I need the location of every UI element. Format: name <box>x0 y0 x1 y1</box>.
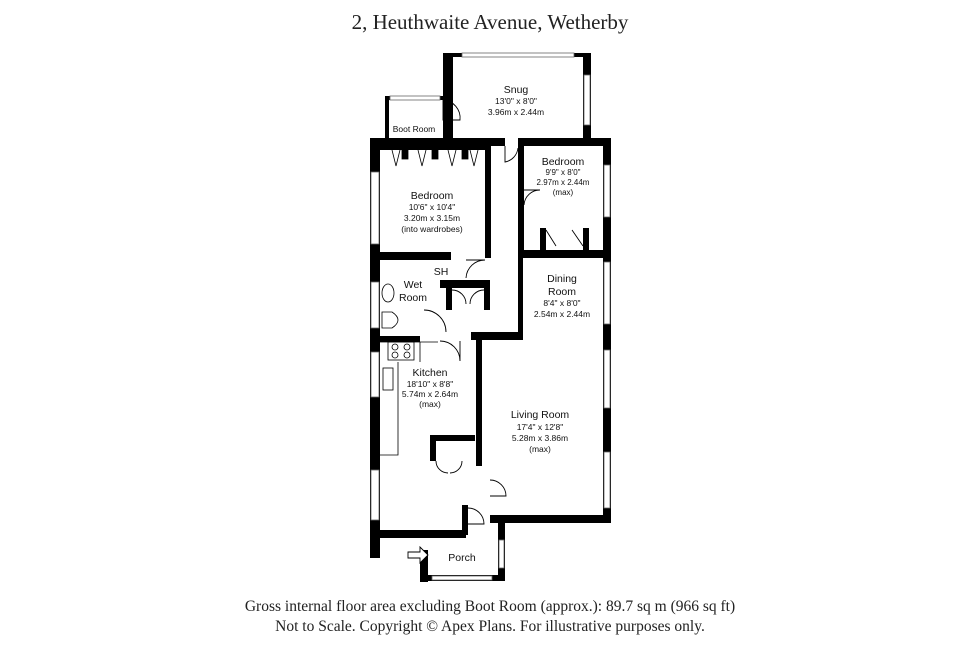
living-metric: 5.28m x 3.86m <box>512 433 568 443</box>
snug-left-wall <box>443 53 453 143</box>
living-left-wall <box>476 336 482 466</box>
wetroom-window <box>370 281 380 329</box>
snug-metric: 3.96m x 2.44m <box>488 107 544 117</box>
floor-plan: Snug 13'0" x 8'0" 3.96m x 2.44m Boot Roo… <box>370 52 611 582</box>
bedroom2-window <box>603 164 611 218</box>
cupboard-doors <box>451 289 485 305</box>
bedroom2-imperial: 9'9" x 8'0" <box>546 168 581 177</box>
living-window-2 <box>603 451 611 509</box>
dining-left-wall <box>518 256 523 336</box>
porch-window <box>431 575 493 581</box>
living-window-1 <box>603 349 611 409</box>
kitchen-top-wall <box>376 336 420 342</box>
wardrobe-post-3 <box>461 148 469 160</box>
porch-side-window <box>498 539 505 569</box>
wardrobe-post-1 <box>401 148 409 160</box>
porch-door-post <box>462 505 468 535</box>
cupboard-right-wall <box>484 280 490 310</box>
hob-ring-3 <box>391 351 399 359</box>
wardrobe-divider-right <box>583 228 589 254</box>
bedroom-window <box>370 171 380 245</box>
kitchen-metric: 5.74m x 2.64m <box>402 389 458 399</box>
fittings <box>380 148 479 456</box>
snug-door <box>504 146 519 163</box>
hob-ring-1 <box>391 343 399 351</box>
hob-ring-4 <box>403 351 411 359</box>
floor-area-note: Gross internal floor area excluding Boot… <box>244 598 736 615</box>
bedroom-bottom-wall <box>376 252 451 260</box>
bedroom2-note: (max) <box>553 188 574 197</box>
snug-name: Snug <box>504 84 529 96</box>
plan-title: 2, Heuthwaite Avenue, Wetherby <box>351 10 629 34</box>
living-imperial: 17'4" x 12'8" <box>517 422 564 432</box>
living-door <box>489 479 507 497</box>
dining-imperial: 8'4" x 8'0" <box>543 298 580 308</box>
porch-left-wall <box>420 550 428 582</box>
wetroom-door <box>423 309 447 333</box>
kitchen-door <box>439 340 461 362</box>
porch-name: Porch <box>448 552 476 564</box>
bedroom1-imperial: 10'6" x 10'4" <box>409 202 456 212</box>
entrance-arrow-icon <box>407 545 429 565</box>
bedroom2-name: Bedroom <box>542 156 585 168</box>
cupboard-left-wall <box>446 280 452 310</box>
dining-window <box>603 261 611 325</box>
kitchen-name: Kitchen <box>412 367 447 379</box>
snug-window <box>461 52 575 58</box>
front-door <box>467 507 485 525</box>
snug-side-window <box>583 74 591 126</box>
kitchen-sink-icon <box>382 367 394 391</box>
bedroom1-metric: 3.20m x 3.15m <box>404 213 460 223</box>
bedroom2-bottom-wall <box>518 250 611 258</box>
bedroom1-name: Bedroom <box>411 190 454 202</box>
bedroom-top-wall <box>370 138 490 150</box>
bedroom-right-wall <box>485 138 491 258</box>
bedroom-door <box>465 259 486 279</box>
living-name: Living Room <box>511 409 570 421</box>
bedroom1-note: (into wardrobes) <box>401 224 463 234</box>
wardrobe-hangers <box>391 149 479 167</box>
snug-imperial: 13'0" x 8'0" <box>495 96 537 106</box>
outer-left-wall <box>370 138 380 558</box>
wardrobe-divider-left <box>540 228 546 254</box>
dining-bottom-wall <box>471 332 523 340</box>
bedroom2-door <box>523 189 541 206</box>
kitchen-worktop <box>380 341 438 456</box>
dining-metric: 2.54m x 2.44m <box>534 309 590 319</box>
bootroom-name: Boot Room <box>393 124 436 134</box>
dining-name-2: Room <box>548 286 576 298</box>
cupboard2-left-wall <box>430 435 436 461</box>
wetroom-toilet-icon <box>381 311 399 329</box>
shower-label: SH <box>434 266 449 278</box>
wetroom-basin-icon <box>381 283 395 303</box>
bootroom-left-wall <box>385 96 389 138</box>
bootroom-door <box>442 99 461 121</box>
room-labels: Snug 13'0" x 8'0" 3.96m x 2.44m Boot Roo… <box>393 84 590 564</box>
bedroom2-left-wall <box>518 146 524 256</box>
outer-right-wall <box>603 138 611 523</box>
wetroom-name-2: Room <box>399 292 427 304</box>
copyright-note: Not to Scale. Copyright © Apex Plans. Fo… <box>275 618 705 635</box>
living-bottom-wall <box>490 515 611 523</box>
hob-ring-2 <box>403 343 411 351</box>
snug-bottom-wall-right <box>518 138 611 146</box>
cupboard-top-wall <box>440 280 490 288</box>
wardrobe-post-2 <box>431 148 439 160</box>
cupboard2-top-wall <box>430 435 475 441</box>
dining-name-1: Dining <box>547 273 577 285</box>
kitchen-hob-icon <box>387 341 415 361</box>
cupboard2-doors <box>435 460 463 474</box>
wetroom-name-1: Wet <box>404 279 423 291</box>
kitchen-note: (max) <box>419 399 441 409</box>
bedroom2-metric: 2.97m x 2.44m <box>537 178 590 187</box>
doors <box>407 99 584 565</box>
windows <box>370 52 611 581</box>
wardrobe-doors <box>545 229 584 247</box>
living-note: (max) <box>529 444 551 454</box>
kitchen-bottom-wall <box>370 530 466 538</box>
kitchen-window-2 <box>370 469 380 521</box>
kitchen-window <box>370 351 380 398</box>
bootroom-window <box>389 95 441 101</box>
kitchen-imperial: 18'10" x 8'8" <box>407 379 454 389</box>
